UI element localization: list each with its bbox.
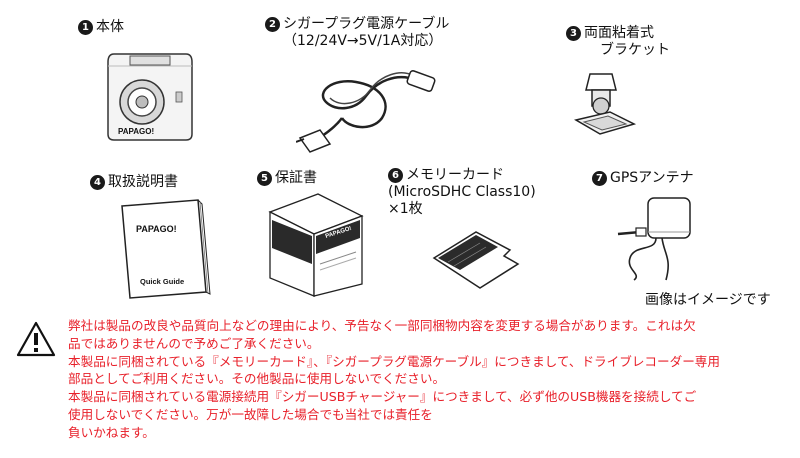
warning-triangle-icon (16, 321, 56, 361)
memory-card-image (428, 228, 528, 297)
warning-line: 使用しないでください。万が一故障した場合でも当社では責任を (68, 406, 433, 422)
manual-image: PAPAGO! Quick Guide (112, 196, 212, 306)
manual-title: Quick Guide (140, 277, 184, 286)
cigar-cable-image (295, 62, 446, 158)
dashcam-logo: PAPAGO! (118, 127, 154, 136)
number-badge: 4 (90, 175, 105, 190)
warning-line: 品ではありませんので予めご了承ください。 (68, 335, 320, 351)
warning-line: 本製品に同梱されている『メモリーカード』、『シガープラグ電源ケーブル』につきまし… (68, 353, 720, 369)
number-badge: 6 (388, 168, 403, 183)
dashcam-image: PAPAGO! (100, 46, 200, 150)
item-label-7: 7 GPSアンテナ (592, 170, 694, 187)
item-label-5: 5 保証書 (257, 170, 317, 187)
item-label-6: 6 メモリーカード (MicroSDHC Class10) ×1枚 (388, 167, 536, 217)
manual-brand: PAPAGO! (136, 224, 177, 234)
image-disclaimer: 画像はイメージです (645, 292, 771, 308)
number-badge: 5 (257, 171, 272, 186)
warning-line: 部品としてご利用ください。その他製品に使用しないでください。 (68, 371, 446, 387)
number-badge: 2 (265, 17, 280, 32)
item-label-3: 3 両面粘着式 ブラケット (566, 25, 670, 59)
number-badge: 7 (592, 171, 607, 186)
number-badge: 3 (566, 26, 581, 41)
item-label-4: 4 取扱説明書 (90, 174, 178, 191)
gps-antenna-image (612, 192, 702, 286)
warranty-image: PAPAGO! (262, 190, 372, 304)
warning-line: 弊社は製品の改良や品質向上などの理由により、予告なく一部同梱物内容を変更する場合… (68, 318, 696, 333)
item-label-1: 1 本体 (78, 19, 124, 36)
warning-notice: 弊社は製品の改良や品質向上などの理由により、予告なく一部同梱物内容を変更する場合… (12, 317, 792, 455)
number-badge: 1 (78, 20, 93, 35)
warning-line: 負いかねます。 (68, 424, 155, 440)
warning-text: 弊社は製品の改良や品質向上などの理由により、予告なく一部同梱物内容を変更する場合… (68, 317, 788, 442)
warning-line: 本製品に同梱されている電源接続用『シガーUSBチャージャー』につきまして、必ず他… (68, 389, 697, 405)
bracket-image (570, 68, 640, 142)
item-label-2: 2 シガープラグ電源ケーブル （12/24V→5V/1A対応） (265, 16, 449, 50)
